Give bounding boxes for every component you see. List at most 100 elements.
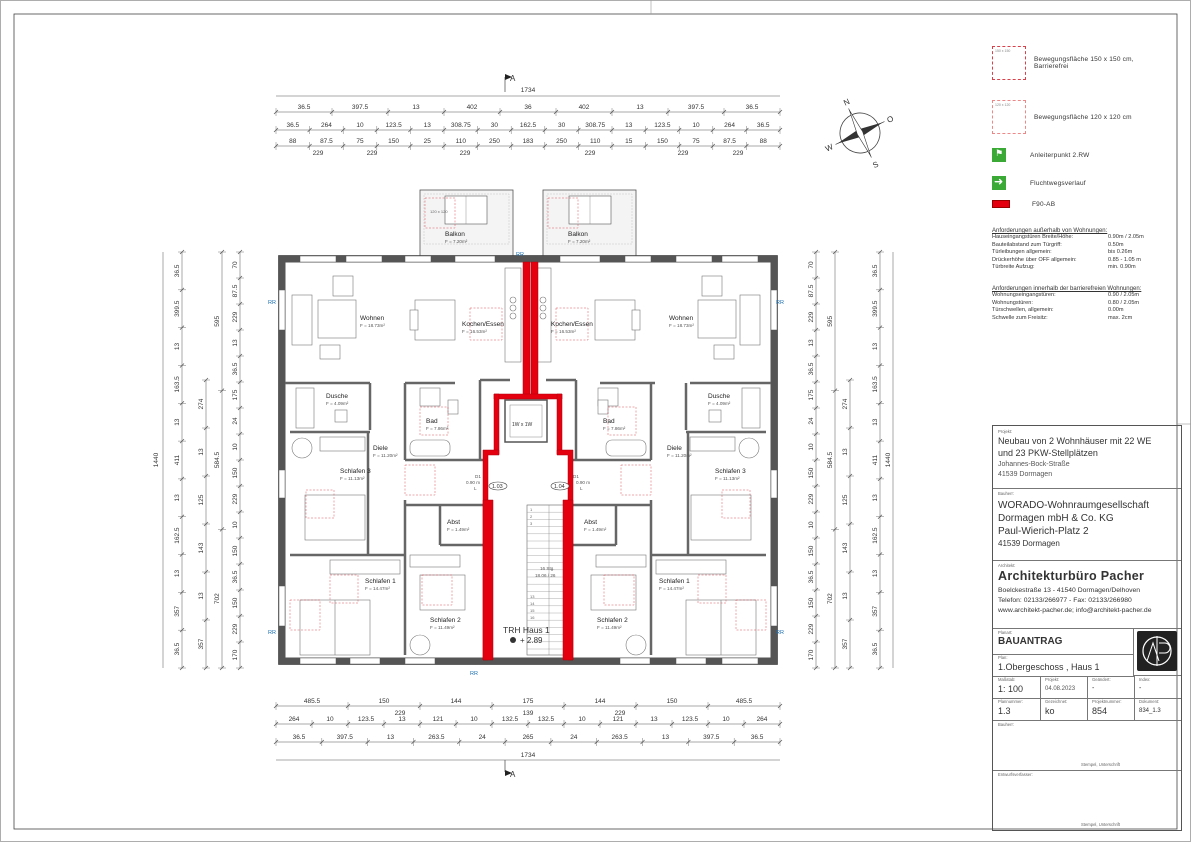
projno-value: 854 — [1092, 706, 1108, 716]
dimension-value: 399.5 — [174, 300, 181, 317]
requirement-value: 0.85 - 1.05 m — [1108, 256, 1141, 263]
dimension-value: 10 — [326, 716, 334, 723]
movement-areas — [289, 197, 767, 631]
dimension-value: 162.5 — [872, 527, 879, 544]
dimension-value: 162.5 — [174, 527, 181, 544]
dimension-value: 263.5 — [611, 734, 628, 741]
dimension-value: 263.5 — [428, 734, 445, 741]
changed-value: - — [1092, 685, 1095, 692]
dimension-value: 87.5 — [232, 284, 239, 297]
dimension-value: 229 — [395, 710, 406, 717]
rr-label: RR — [776, 630, 784, 636]
step-number: 1 — [530, 507, 533, 512]
room-name: Wohnen — [360, 315, 384, 322]
room-area: F = 11.20m² — [667, 453, 692, 458]
dimension-value: 150 — [232, 597, 239, 608]
meta-row-2: Plannummer: 1.3 Gezeichnet: ko Projektnu… — [993, 698, 1181, 721]
dimension-value: 250 — [489, 138, 500, 145]
compass-south-label: S — [871, 160, 880, 170]
step-number: 16 — [530, 615, 535, 620]
dimension-value: 397.5 — [337, 734, 354, 741]
dimension-value: 13 — [174, 343, 181, 351]
dimension-value: 10 — [722, 716, 730, 723]
dimension-value: 10 — [356, 122, 364, 129]
compass-east-label: O — [885, 114, 894, 125]
stair-step-count: 16 Stg. — [540, 566, 555, 571]
room-area: F = 4.09m² — [708, 401, 731, 406]
dimension-value: 13 — [636, 104, 644, 111]
dimension-value: 397.5 — [688, 104, 705, 111]
dimension-value: 123.5 — [654, 122, 671, 129]
plan-section: Plan: 1.Obergeschoss , Haus 1 — [993, 654, 1134, 677]
requirement-value: 0.00m — [1108, 307, 1124, 314]
dimension-value: 121 — [613, 716, 624, 723]
room-area: F = 7.20m² — [568, 239, 591, 244]
dimension-value: 150 — [808, 597, 815, 608]
legend-label: Bewegungsfläche 120 x 120 cm — [1034, 113, 1132, 121]
dimension-value: 175 — [523, 698, 534, 705]
dimension-value: 36.5 — [232, 570, 239, 583]
dimension-value: 229 — [313, 150, 324, 157]
room-name: Schlafen 1 — [365, 578, 396, 585]
stairwell-level: + 2.89 — [520, 636, 543, 645]
balcony-left — [419, 189, 514, 259]
compass-north-label: N — [842, 97, 851, 108]
requirement-key: Wohnungstüren: — [992, 299, 1033, 306]
requirement-row: Drückerhöhe über OFF allgemein:0.85 - 1.… — [992, 257, 1170, 265]
ladder-point-icon: ⚑ — [992, 148, 1006, 162]
dimension-value: 175 — [808, 389, 815, 400]
requirement-value: min. 0.90m — [1108, 264, 1136, 271]
room-area: F = 7.86m² — [603, 426, 626, 431]
dimension-value: 144 — [451, 698, 462, 705]
room-area: F = 14.47m² — [659, 586, 684, 591]
requirement-key: Wohnungseingangstüren: — [992, 292, 1056, 298]
dimension-value: 485.5 — [304, 698, 321, 705]
dimension-value: 584.5 — [827, 451, 834, 468]
requirements-title: Anforderungen innerhalb der barrierefrei… — [992, 286, 1142, 292]
dimension-value: 399.5 — [872, 300, 879, 317]
step-number: 13 — [530, 594, 535, 599]
dimension-value: 402 — [467, 104, 478, 111]
requirement-value: 0.50m — [1108, 241, 1124, 248]
dimension-value: 397.5 — [352, 104, 369, 111]
dimension-value: 36.5 — [232, 362, 239, 375]
dimension-value: 229 — [585, 150, 596, 157]
sign-label: Bauherr: — [998, 722, 1015, 727]
legend-item-120: 120 x 120 Bewegungsfläche 120 x 120 cm — [992, 100, 1132, 134]
room-name: Diele — [373, 445, 388, 452]
room-name: Schlafen 2 — [597, 617, 628, 624]
step-number: 14 — [530, 601, 535, 606]
requirement-row: Hauseingangstüren Breite/Höhe:0.90m / 2.… — [992, 234, 1170, 242]
dimension-value: 264 — [757, 716, 768, 723]
dimension-value: 30 — [491, 122, 499, 129]
dimension-value: 1440 — [885, 452, 892, 467]
legend-label: Bewegungsfläche 150 x 150 cm, Barrierefr… — [1034, 56, 1134, 70]
room-area: F = 11.20m² — [373, 453, 398, 458]
dimension-value: 36.5 — [286, 122, 299, 129]
dimension-value: 123.5 — [358, 716, 375, 723]
room-name: Kochen/Essen — [462, 321, 504, 328]
arrow-right-icon: ➜ — [992, 175, 1006, 190]
room-name: Abst — [447, 519, 460, 526]
dimension-value: 125 — [842, 494, 849, 505]
legend-label: Fluchtwegsverlauf — [1030, 179, 1086, 187]
dimension-value: 139 — [523, 710, 534, 717]
dimension-value: 1734 — [521, 87, 536, 94]
door-label: D1 — [475, 474, 481, 479]
scale-label: Maßstab: — [998, 677, 1016, 682]
architect-logo — [1134, 628, 1181, 676]
legend-item-fluchtweg: ➜ Fluchtwegsverlauf — [992, 175, 1086, 190]
architect-address: Boelckestraße 13 - 41540 Dormagen/Delhov… — [998, 587, 1141, 594]
dimension-value: 150 — [808, 545, 815, 556]
dimension-value: 13 — [872, 343, 879, 351]
plan-label: Plan: — [998, 655, 1008, 660]
stairwell-label: TRH Haus 1 + 2.89 — [503, 625, 550, 645]
requirement-key: Hauseingangstüren Breite/Höhe: — [992, 234, 1074, 240]
dimension-value: 125 — [198, 494, 205, 505]
dimension-value: 397.5 — [703, 734, 720, 741]
dimension-value: 13 — [174, 494, 181, 502]
door-sub: L — [474, 486, 477, 491]
dimension-value: 13 — [424, 122, 432, 129]
